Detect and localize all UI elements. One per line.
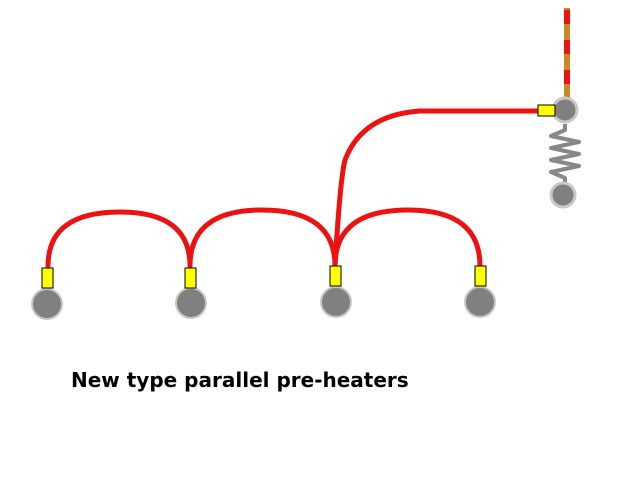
diagram-caption: New type parallel pre-heaters (71, 368, 409, 392)
preheater-node (320, 286, 352, 318)
supply-top-terminal (537, 96, 579, 124)
preheater-1 (31, 267, 63, 320)
wire-arc-3-4 (332, 207, 483, 269)
preheater-terminal (329, 265, 342, 287)
wire-feed (332, 108, 541, 269)
preheater-terminal (41, 267, 54, 289)
supply-node (551, 96, 579, 124)
preheater-node (31, 288, 63, 320)
preheater-node (464, 286, 496, 318)
wire-arc-1-2 (45, 209, 193, 269)
preheater-3 (320, 265, 352, 318)
supply-connector (537, 104, 556, 117)
supply-bottom-terminal (549, 181, 577, 209)
supply-node (549, 181, 577, 209)
preheater-node (175, 287, 207, 319)
preheater-2 (175, 267, 207, 319)
preheater-4 (464, 265, 496, 318)
spring-icon (549, 124, 581, 184)
wire-group (45, 108, 541, 269)
preheater-terminal (474, 265, 487, 287)
preheater-terminal (184, 267, 197, 289)
wire-arc-2-3 (187, 207, 338, 269)
